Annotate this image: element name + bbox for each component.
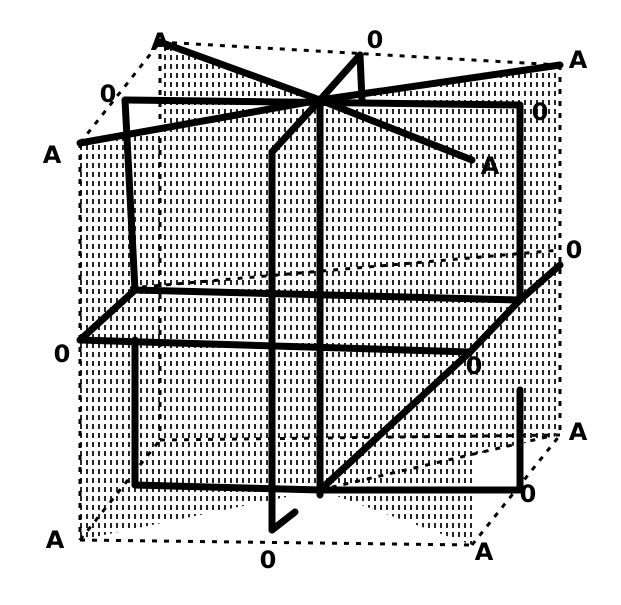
label-o-top-left: 0 [99, 80, 117, 108]
label-a-top-back-left: A [150, 28, 170, 56]
label-o-top-right: 0 [531, 98, 549, 126]
label-o-top-back-center: 0 [366, 26, 384, 54]
plane-right-back [320, 65, 560, 490]
label-o-mid-right: 0 [565, 236, 583, 264]
label-a-bottom-right: A [474, 538, 494, 566]
solid-edges [76, 38, 564, 534]
label-o-bottom-center: 0 [259, 546, 277, 574]
plane-front-left [80, 100, 320, 540]
label-a-top-mid-right: A [480, 152, 500, 180]
label-o-bottom-right: 0 [519, 480, 537, 508]
label-o-mid-left: 0 [53, 340, 71, 368]
dashed-cube-edges [78, 40, 562, 547]
label-o-mid-front-right: 0 [465, 352, 483, 380]
label-a-bottom-left: A [45, 526, 65, 554]
label-a-bottom-back-right: A [568, 418, 588, 446]
label-a-top-back-right: A [568, 46, 588, 74]
shaded-planes [80, 42, 560, 545]
label-a-top-left: A [42, 141, 62, 169]
